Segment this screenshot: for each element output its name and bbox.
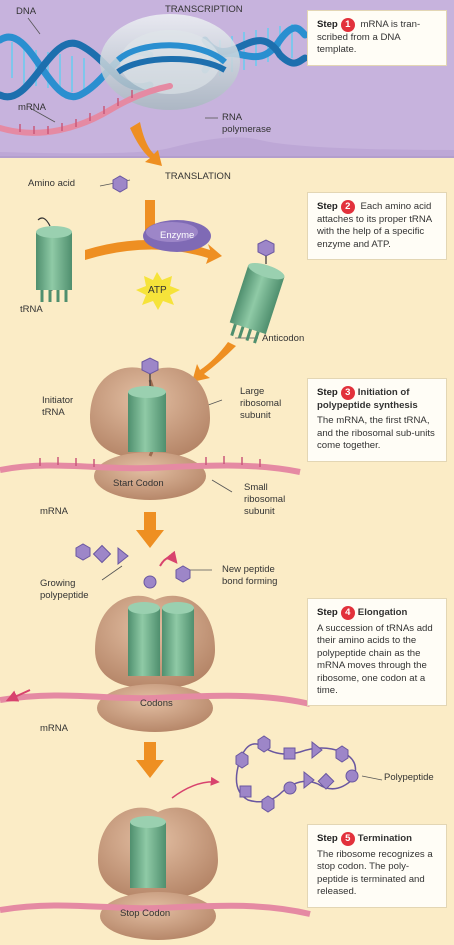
growing-polypeptide [75,543,191,589]
enzyme [143,220,211,252]
step-1-number-badge: 1 [340,18,355,32]
step-5-word: Step [317,833,338,844]
step-3-title: Initiation of polypeptide synthesis [317,387,418,411]
small-subunit-label: Small ribosomal subunit [244,482,286,517]
initiator-trna-label: Initiator tRNA [42,395,74,418]
transcription-heading: TRANSCRIPTION [165,4,243,15]
mrna-label-top: mRNA [18,102,46,113]
mrna-label-elongation: mRNA [40,723,68,734]
step-1-text: mRNA is tran-scribed from a DNA template… [317,19,421,56]
step-3-number-badge: 3 [340,386,355,400]
rna-polymerase [100,14,240,110]
polypeptide-label: Polypeptide [384,772,434,783]
start-codon-label: Start Codon [113,478,164,489]
mrna-label-initiation: mRNA [40,506,68,517]
ribosome-termination [0,807,311,940]
amino-acid-label: Amino acid [28,178,75,189]
amino-acid-hexagon [112,175,128,193]
stop-codon-label: Stop Codon [120,908,171,919]
enzyme-label: Enzyme [160,230,195,241]
codons-label: Codons [140,698,173,709]
translation-heading: TRANSLATION [165,171,231,182]
ribosome-initiation [0,357,301,500]
step-5-title: Termination [357,833,412,844]
dna-label: DNA [16,6,37,17]
step-3-text: The mRNA, the first tRNA, and the riboso… [317,415,435,452]
large-subunit-label: Large ribosomal subunit [240,386,282,421]
trna-charged [229,239,285,344]
step-4-number-badge: 4 [340,606,355,620]
step-2-text: Each amino acid attaches to its proper t… [317,201,432,250]
atp-label: ATP [148,285,167,296]
step-3-word: Step [317,387,338,398]
step-2-word: Step [317,201,338,212]
trna-free [36,217,72,302]
step-4-title: Elongation [357,607,408,618]
step-5-number-badge: 5 [340,832,355,846]
new-peptide-bond-label: New peptide bond forming [222,564,278,587]
step-4-word: Step [317,607,338,618]
mrna-strand-transcription [0,83,173,136]
step-2-number-badge: 2 [340,200,355,214]
step-4-text: A succession of tRNAs add their amino ac… [317,623,433,697]
trna-label: tRNA [20,304,43,315]
rna-polymerase-label: RNA polymerase [222,112,272,135]
atp-burst [136,272,180,310]
step-5-text: The ribosome recognizes a stop codon. Th… [317,849,433,898]
released-polypeptide [171,735,359,813]
step-1-word: Step [317,19,338,30]
anticodon-label: Anticodon [262,333,305,344]
growing-polypeptide-label: Growing polypeptide [40,578,89,601]
ribosome-elongation [0,595,311,732]
